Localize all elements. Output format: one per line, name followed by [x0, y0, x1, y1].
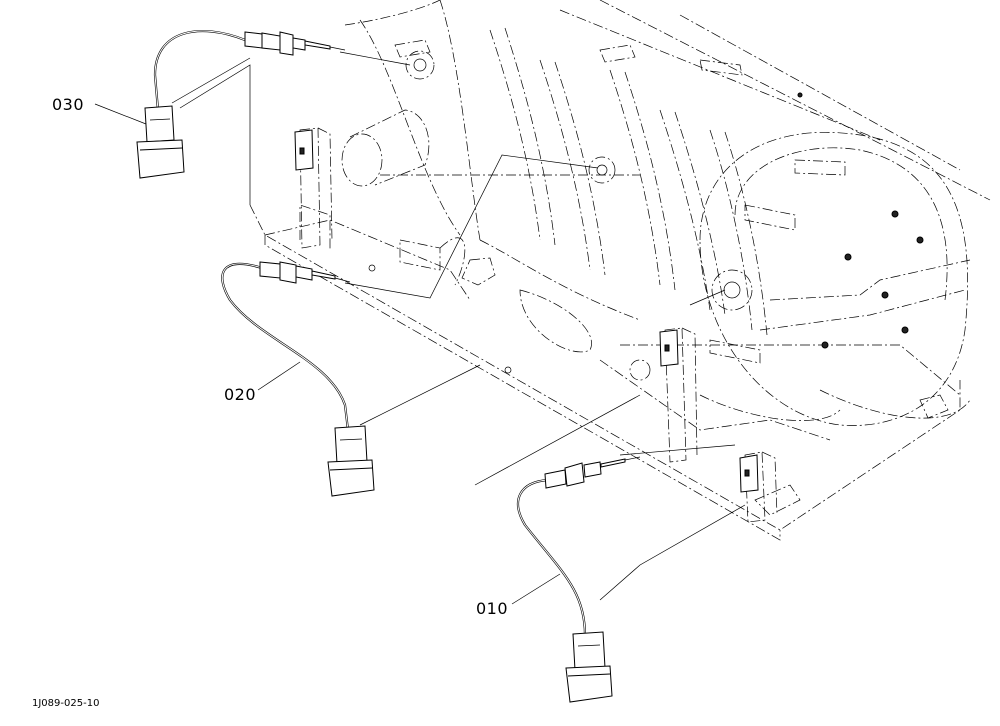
sensor-030: [136, 29, 346, 179]
sensor-020: [221, 261, 375, 497]
inlet-pipe: [341, 109, 430, 187]
sensor-010: [516, 456, 641, 703]
sensor-030-connector: [136, 105, 185, 179]
sensor-010-probe: [544, 456, 641, 489]
leader-lines: [171, 51, 746, 601]
mount-posts: [299, 127, 778, 523]
figure-code: 1J089-025-10: [32, 698, 99, 709]
sensor-clips: [294, 129, 759, 493]
base-plate: [249, 174, 971, 541]
part-label-010: 010: [476, 599, 508, 618]
muffler-cylinder: [344, 0, 991, 336]
part-label-020: 020: [224, 385, 256, 404]
sensor-030-probe: [244, 31, 346, 56]
sensor-020-connector: [327, 425, 375, 497]
sensor-bosses: [405, 50, 949, 419]
end-cap: [699, 92, 971, 426]
sensor-010-connector: [565, 631, 613, 703]
sensor-020-probe: [259, 261, 351, 284]
part-label-030: 030: [52, 95, 84, 114]
